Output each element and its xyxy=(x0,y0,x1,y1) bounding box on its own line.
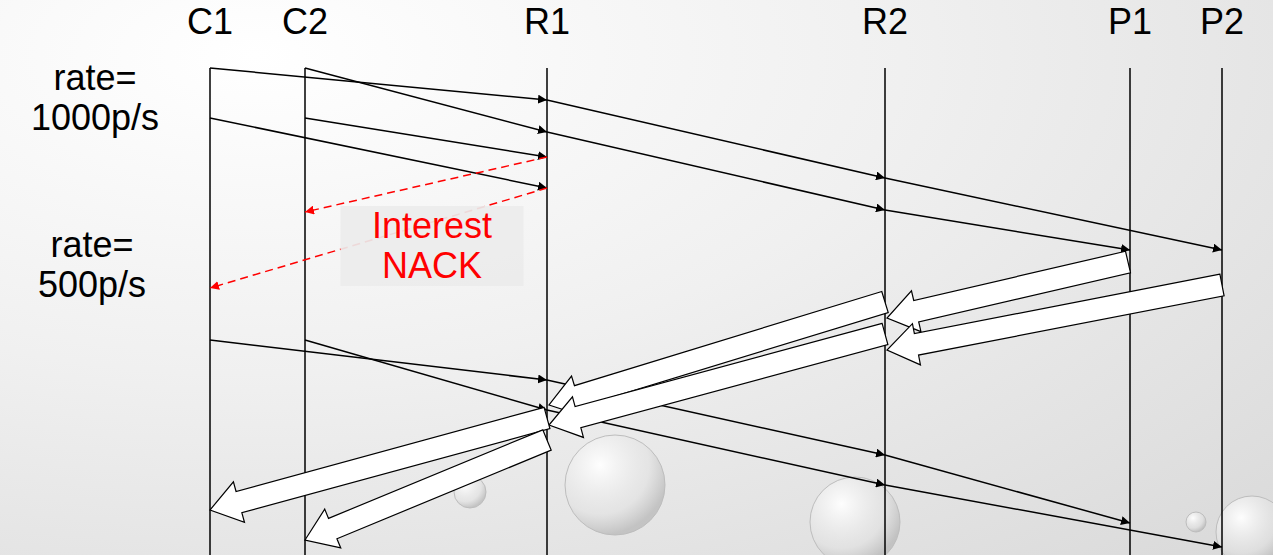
nack-arrow xyxy=(210,188,547,288)
interest-arrow xyxy=(885,485,1222,547)
interest-arrow xyxy=(210,340,547,380)
node-name: P2 xyxy=(1200,2,1244,42)
rate-note: rate= 1000p/s xyxy=(5,58,185,138)
interest-arrow xyxy=(305,118,547,157)
bubble-decoration xyxy=(1216,496,1273,555)
node-name: C1 xyxy=(187,2,233,42)
interest-arrow xyxy=(885,210,1130,250)
node-name: C2 xyxy=(282,2,328,42)
rate-note: rate= 500p/s xyxy=(5,225,180,305)
lifeline xyxy=(1221,68,1223,555)
interest-arrow xyxy=(885,455,1130,523)
interest-arrow xyxy=(305,340,547,410)
data-packet-arrow xyxy=(887,274,1224,365)
nack-arrow xyxy=(305,157,547,212)
bubble-decoration xyxy=(810,477,900,555)
interest-arrow xyxy=(547,132,885,210)
interest-arrow xyxy=(305,68,547,132)
lifeline xyxy=(209,68,211,555)
node-name: P1 xyxy=(1108,2,1152,42)
interest-arrow xyxy=(210,118,547,188)
nack-label: Interest NACK xyxy=(341,206,524,286)
node-name: R2 xyxy=(862,2,908,42)
data-packet-arrow xyxy=(305,430,551,548)
lifeline xyxy=(546,68,548,555)
bubble-decoration xyxy=(1186,512,1206,532)
data-packet-arrow xyxy=(549,323,888,437)
interest-arrow xyxy=(210,68,547,100)
bubble-decoration xyxy=(565,435,665,535)
interest-arrow xyxy=(885,178,1222,250)
node-name: R1 xyxy=(524,2,570,42)
interest-arrow xyxy=(547,100,885,178)
